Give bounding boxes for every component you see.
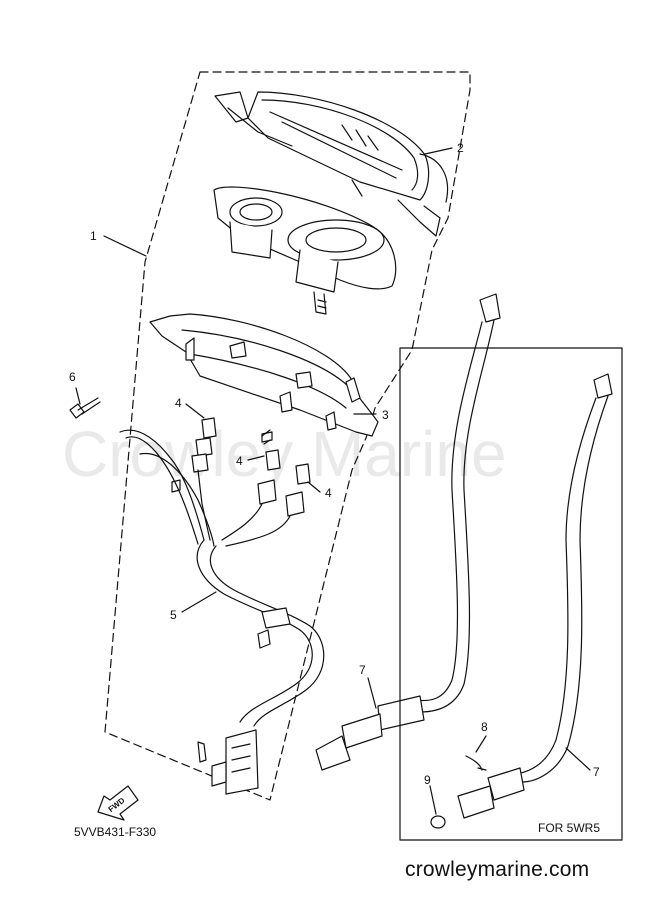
callout-6: 6: [69, 370, 76, 384]
screw-6: [69, 397, 101, 419]
callout-3: 3: [382, 408, 389, 422]
screw-lower: [257, 629, 271, 649]
callout-9: 9: [424, 773, 431, 787]
callout-4a: 4: [175, 396, 182, 410]
watermark: Crowley Marine: [62, 418, 507, 490]
footer-url[interactable]: crowleymarine.com: [405, 858, 590, 881]
callout-1: 1: [90, 229, 97, 243]
leader-5: [181, 591, 217, 613]
bulb-sockets: [171, 417, 311, 517]
callout-8: 8: [481, 720, 488, 734]
screw-mid: [261, 429, 271, 445]
variant-label: FOR 5WR5: [538, 821, 600, 835]
leader-2: [424, 147, 453, 155]
meter-housing: [213, 186, 397, 315]
leader-8: [475, 735, 487, 753]
meter-bracket: [149, 313, 379, 437]
leader-4c: [307, 481, 321, 493]
speedometer-cable-alt: [430, 373, 613, 829]
leader-7b: [565, 747, 591, 771]
variant-box: [399, 347, 623, 841]
callout-4c: 4: [325, 486, 332, 500]
leader-6: [75, 387, 81, 405]
callout-7a: 7: [359, 663, 366, 677]
leader-9: [429, 785, 437, 815]
callout-4b: 4: [236, 454, 243, 468]
callout-7b: 7: [593, 765, 600, 779]
leader-4a: [185, 403, 205, 419]
diagram-code: 5VVB431-F330: [74, 825, 156, 839]
leader-1: [103, 235, 147, 257]
leader-7a: [367, 677, 377, 709]
leader-4b: [247, 455, 265, 461]
callout-2: 2: [457, 141, 464, 155]
meter-cover: [214, 91, 449, 237]
assembly-boundary: [104, 71, 471, 801]
fwd-arrow-icon: [97, 785, 139, 821]
callout-5: 5: [170, 608, 177, 622]
speedometer-cable: [315, 293, 501, 771]
wire-harness: [119, 429, 325, 795]
